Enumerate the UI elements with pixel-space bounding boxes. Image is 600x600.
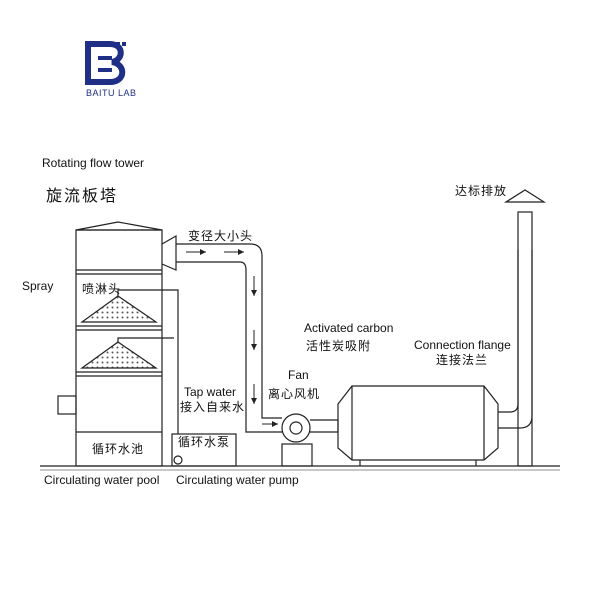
tap-water-label-zh: 接入自来水 [180, 400, 246, 414]
circulating-pump-box [171, 433, 237, 467]
spray-packing-lower [80, 341, 158, 369]
reducer-duct [161, 234, 177, 271]
flange-label-en: Connection flange [414, 338, 511, 352]
tap-water-label-en: Tap water [184, 385, 237, 399]
fan-label-zh: 离心风机 [268, 387, 321, 401]
tower-label-en: Rotating flow tower [42, 156, 145, 170]
activated-carbon-adsorber [337, 385, 499, 466]
pool-label-zh: 循环水池 [92, 442, 145, 456]
spray-head-label-zh: 喷淋头 [82, 282, 122, 296]
fan-label-en: Fan [288, 368, 309, 382]
exhaust-label-zh: 达标排放 [455, 184, 508, 198]
pool-label-en: Circulating water pool [44, 473, 160, 487]
carbon-label-en: Activated carbon [304, 321, 394, 335]
carbon-label-zh: 活性炭吸附 [306, 339, 372, 353]
reducer-label-zh: 变径大小头 [188, 229, 254, 243]
pump-label-en: Circulating water pump [176, 473, 299, 487]
spray-packing-upper [80, 295, 158, 323]
rotating-flow-tower [57, 221, 163, 467]
pump-label-zh: 循环水泵 [178, 435, 231, 449]
exhaust-stack [503, 189, 547, 467]
centrifugal-fan [281, 413, 339, 467]
circulating-pump-icon [173, 455, 183, 465]
brand-name: BAITU LAB [86, 88, 137, 98]
tower-label-zh: 旋流板塔 [46, 186, 119, 205]
baitu-logo-icon [85, 41, 126, 85]
spray-label-en: Spray [22, 279, 54, 293]
flange-label-zh: 连接法兰 [436, 353, 489, 367]
